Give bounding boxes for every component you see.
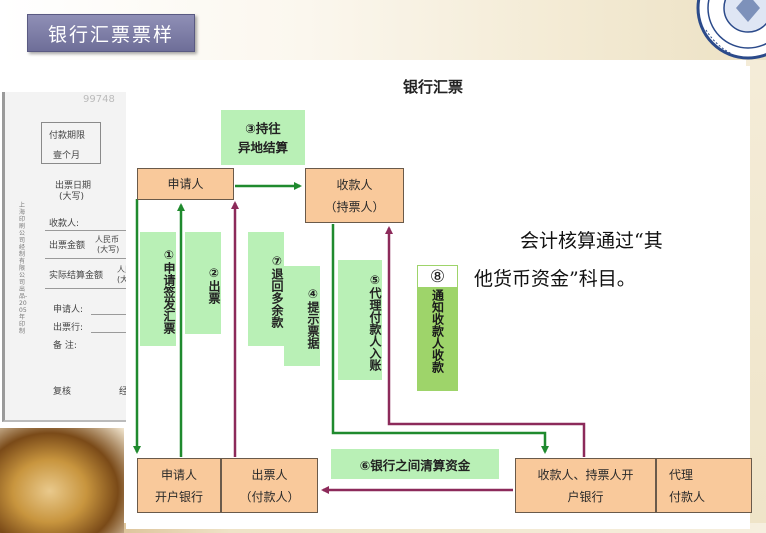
step-2-label: ②出票 bbox=[185, 232, 221, 334]
node-payee-line1: 收款人 bbox=[336, 177, 373, 192]
bill-applicant-label: 申请人: bbox=[53, 305, 84, 315]
node-drawer-bank-line1: 出票人 bbox=[251, 467, 288, 482]
node-payee: 收款人 （持票人） bbox=[305, 168, 404, 223]
bill-line bbox=[45, 230, 130, 231]
bill-actual-label: 实际结算金额 bbox=[49, 271, 104, 281]
accounting-note: 会计核算通过“其 他货币资金”科目。 bbox=[474, 222, 724, 298]
node-payee-bank-line2: 户银行 bbox=[567, 489, 604, 504]
bill-clerk-label: 经 bbox=[119, 387, 129, 397]
node-applicant-bank-line1: 申请人 bbox=[160, 467, 197, 482]
arrow-step-5 bbox=[385, 226, 586, 457]
university-seal-icon bbox=[686, 0, 766, 64]
step-5-label: ⑤代理付款人入账 bbox=[338, 260, 382, 380]
node-applicant-label: 申请人 bbox=[167, 177, 204, 191]
step-6-label: ⑥银行之间清算资金 bbox=[331, 449, 499, 479]
bill-actual-sub: (大 bbox=[117, 275, 129, 284]
node-applicant-bank-line2: 开户银行 bbox=[154, 489, 203, 504]
bill-line bbox=[45, 258, 130, 259]
step-8-text: 通知收款人收款 bbox=[430, 289, 445, 373]
node-agent-line2: 付款人 bbox=[669, 489, 706, 504]
slide-title: 银行汇票票样 bbox=[27, 14, 195, 52]
bill-amount-label: 出票金额 bbox=[49, 241, 86, 251]
bill-drawer-label: 出票行: bbox=[53, 323, 84, 333]
bill-term-label: 付款期限 bbox=[49, 131, 86, 141]
node-payee-bank: 收款人、持票人开 户银行 bbox=[515, 458, 656, 513]
bill-watermark: 99748 bbox=[83, 94, 115, 105]
bill-remark-label: 备 注: bbox=[53, 341, 77, 351]
bill-term-value: 壹个月 bbox=[53, 151, 81, 161]
node-drawer-bank: 出票人 （付款人） bbox=[221, 458, 318, 513]
bill-payee-label: 收款人: bbox=[49, 219, 80, 229]
bill-rmb-sub: (大写) bbox=[97, 245, 120, 254]
node-payee-bank-line1: 收款人、持票人开 bbox=[537, 467, 634, 482]
node-applicant: 申请人 bbox=[137, 168, 234, 200]
step-3-label: ③持往 异地结算 bbox=[221, 110, 305, 165]
diagram-title: 银行汇票 bbox=[403, 78, 464, 96]
bill-line bbox=[45, 288, 130, 289]
bill-line bbox=[91, 332, 130, 333]
bank-draft-sample-image: 99748 付款期限 壹个月 出票日期 (大写) 上海印刷公司经制有限公司出品-… bbox=[2, 92, 130, 422]
node-applicant-bank: 申请人 开户银行 bbox=[137, 458, 221, 513]
node-drawer-bank-line2: （付款人） bbox=[239, 489, 300, 504]
bill-review-label: 复核 bbox=[53, 387, 72, 397]
bill-date-sub: (大写) bbox=[59, 192, 85, 202]
slide-background-right bbox=[746, 60, 766, 533]
accounting-note-line1: 会计核算通过“其 bbox=[520, 230, 663, 252]
arrow-step-4 bbox=[331, 224, 549, 454]
step-3-line2: 异地结算 bbox=[237, 139, 288, 155]
node-agent-line1: 代理 bbox=[669, 467, 694, 482]
step-1-label: ①申请签发汇票 bbox=[140, 232, 176, 346]
node-payee-line2: （持票人） bbox=[324, 199, 385, 214]
bill-side-text: 上海印刷公司经制有限公司出品-2005年印制 bbox=[19, 202, 28, 335]
bill-rmb-label: 人民币 bbox=[95, 235, 119, 244]
bill-term-box bbox=[41, 122, 101, 164]
step-8-number: ⑧ bbox=[417, 265, 458, 288]
bill-date-label: 出票日期 bbox=[55, 181, 92, 191]
node-agent: 代理 付款人 bbox=[656, 458, 752, 513]
accounting-note-line2: 他货币资金”科目。 bbox=[474, 268, 636, 290]
step-7-label: ⑦退回多余款 bbox=[248, 232, 284, 346]
step-3-line1: ③持往 bbox=[245, 120, 281, 136]
coins-image bbox=[0, 428, 124, 533]
step-8-label: ⑧ 通知收款人收款 bbox=[417, 265, 458, 391]
bill-actual-rmb: 人民 bbox=[117, 265, 130, 274]
bill-line bbox=[91, 314, 130, 315]
step-4-label: ④提示票据 bbox=[284, 266, 320, 366]
